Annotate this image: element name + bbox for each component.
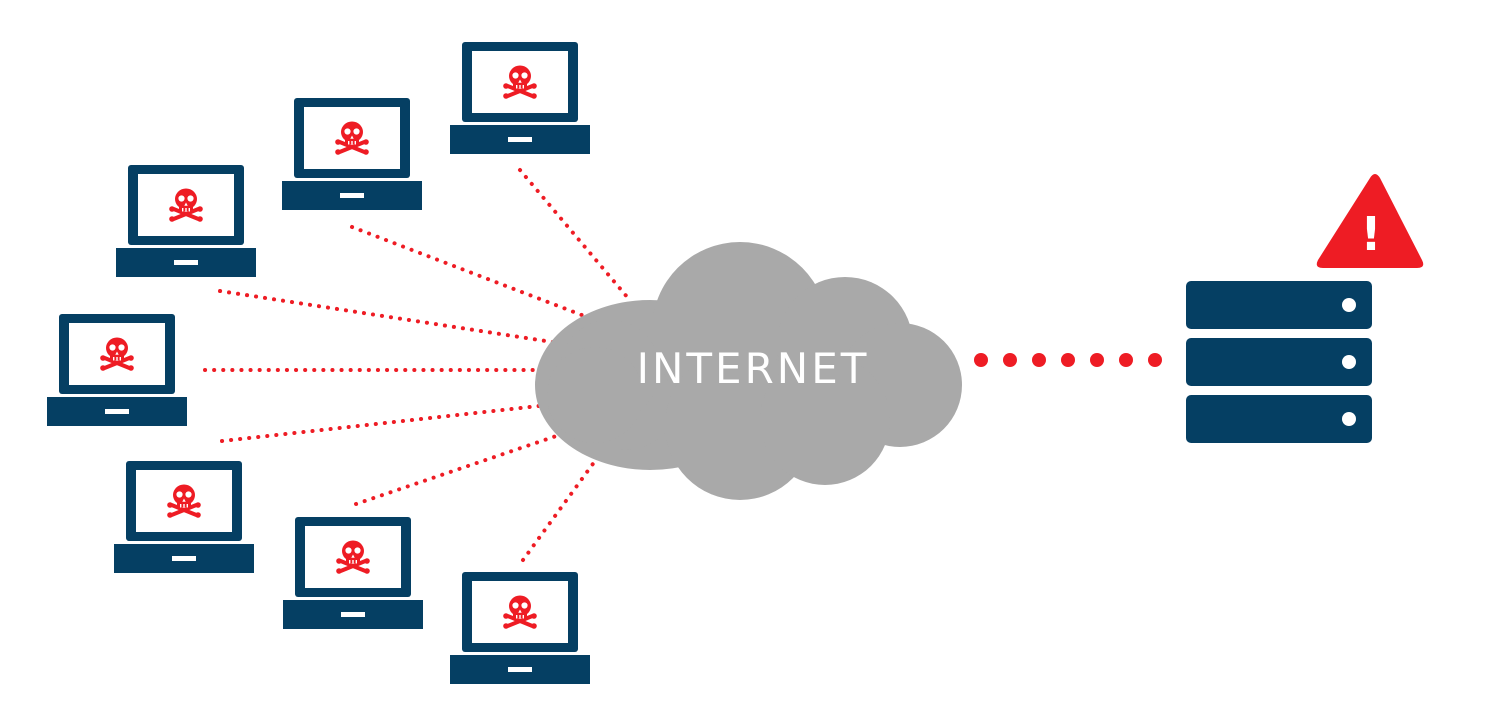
connection-dot [1148, 353, 1162, 367]
connection-line [354, 430, 570, 506]
server-rack-unit [1186, 281, 1372, 329]
bot-laptop-icon [116, 165, 256, 277]
connection-line [518, 168, 630, 300]
bot-laptop-icon [450, 42, 590, 154]
connection-dot [974, 353, 988, 367]
server-icon [1186, 281, 1372, 443]
connection-line [220, 403, 550, 443]
server-led [1342, 355, 1356, 369]
connection-line [350, 225, 602, 324]
connection-line [218, 289, 574, 347]
bot-laptop-icon [283, 517, 423, 629]
warning-symbol: ! [1361, 207, 1382, 261]
attack-connections [203, 168, 630, 562]
connection-dot [1032, 353, 1046, 367]
connection-line [521, 448, 605, 562]
warning-triangle-icon [1316, 174, 1424, 268]
server-led [1342, 298, 1356, 312]
bot-laptop-icon [114, 461, 254, 573]
connection-dot [1061, 353, 1075, 367]
cloud-label: INTERNET [637, 344, 870, 393]
internet-cloud [535, 242, 962, 500]
server-rack-unit [1186, 338, 1372, 386]
server-connection [974, 353, 1162, 367]
server-led [1342, 412, 1356, 426]
bot-laptops [47, 42, 590, 684]
bot-laptop-icon [450, 572, 590, 684]
connection-dot [1119, 353, 1133, 367]
bot-laptop-icon [282, 98, 422, 210]
connection-dot [1003, 353, 1017, 367]
bot-laptop-icon [47, 314, 187, 426]
connection-dot [1090, 353, 1104, 367]
server-rack-unit [1186, 395, 1372, 443]
